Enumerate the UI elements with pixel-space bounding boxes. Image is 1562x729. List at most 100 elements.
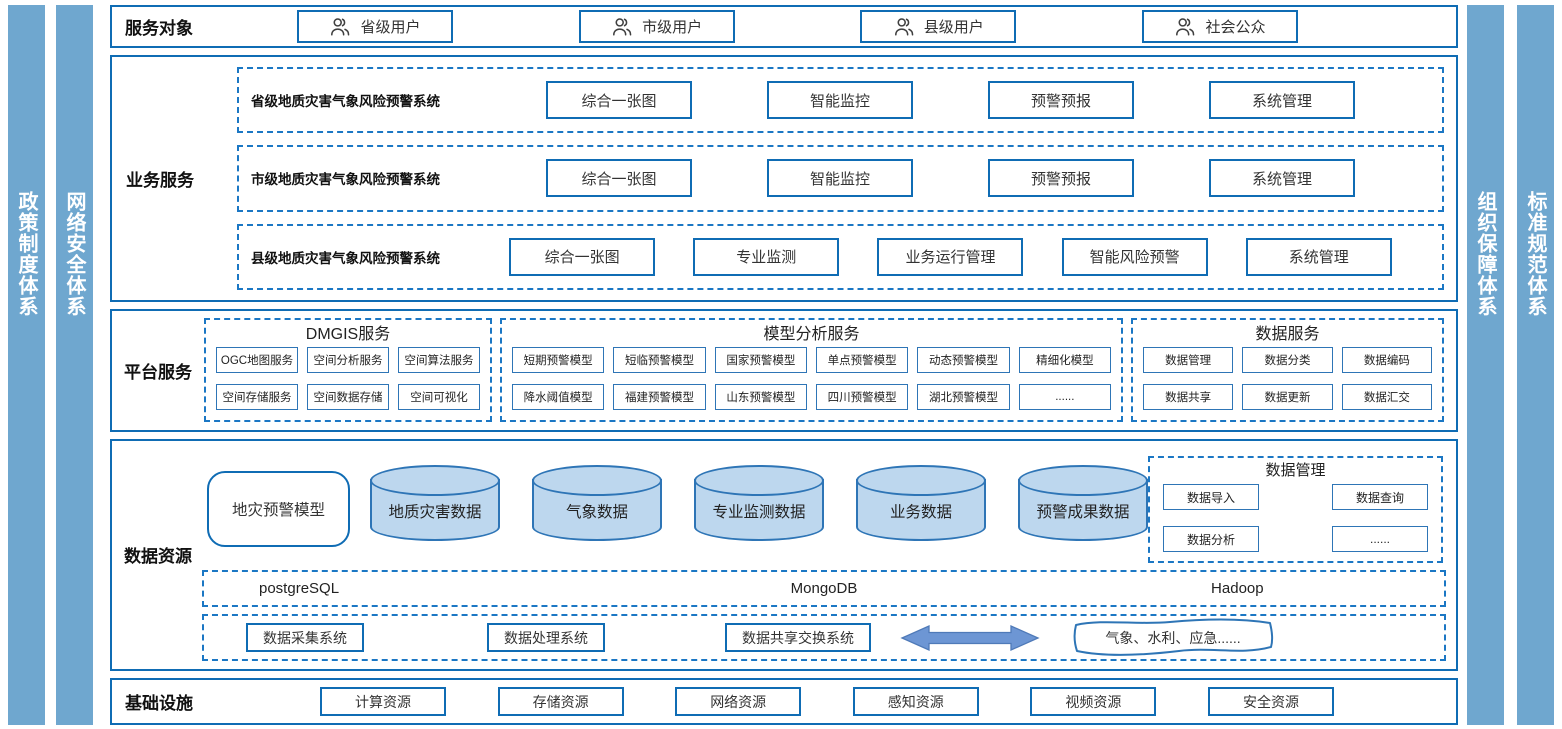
- data-management-cell: ......: [1332, 526, 1428, 552]
- service-cell: 国家预警模型: [714, 347, 807, 373]
- pillar-label: 标准规范体系: [1524, 191, 1546, 317]
- service-cell: 降水阈值模型: [512, 384, 605, 410]
- service-cell: 空间可视化: [398, 384, 480, 410]
- system-city: 市级地质灾害气象风险预警系统 综合一张图 智能监控 预警预报 系统管理: [237, 145, 1444, 212]
- user-box-label: 县级用户: [923, 19, 984, 36]
- group-grid: 短期预警模型 短临预警模型 国家预警模型 单点预警模型 动态预警模型 精细化模型…: [512, 347, 1111, 410]
- resource-box-sensing: 感知资源: [852, 687, 979, 716]
- data-management-cell: 数据查询: [1332, 484, 1428, 510]
- data-sharing-exchange-system-box: 数据共享交换系统: [725, 623, 871, 652]
- section-platform-services: 平台服务 DMGIS服务 OGC地图服务 空间分析服务 空间算法服务 空间存储服…: [110, 309, 1458, 432]
- data-resources-content: 地灾预警模型 地质灾害数据 气象数据 专业监测数据 业务数据 预警成果数据 数据…: [202, 447, 1446, 661]
- module-box: 预警预报: [988, 81, 1134, 120]
- module-row: 综合一张图 智能监控 预警预报 系统管理: [471, 159, 1430, 198]
- service-cell: 山东预警模型: [714, 384, 807, 410]
- service-cell: 精细化模型: [1018, 347, 1111, 373]
- service-cell: 空间数据存储: [307, 384, 389, 410]
- infrastructure-row: 计算资源 存储资源 网络资源 感知资源 视频资源 安全资源: [320, 687, 1446, 716]
- module-box: 综合一张图: [546, 159, 692, 198]
- user-box-public: 社会公众: [1141, 10, 1298, 43]
- section-infrastructure: 基础设施 计算资源 存储资源 网络资源 感知资源 视频资源 安全资源: [110, 678, 1458, 725]
- resource-box-video: 视频资源: [1030, 687, 1157, 716]
- module-box: 专业监测: [693, 237, 840, 276]
- database-cylinder-warning-results: 预警成果数据: [1018, 465, 1148, 541]
- service-cell: 短期预警模型: [512, 347, 605, 373]
- pillar-organization-guarantee: 组织保障体系: [1467, 5, 1504, 725]
- users-icon: [893, 17, 915, 37]
- group-grid: 数据管理 数据分类 数据编码 数据共享 数据更新 数据汇交: [1143, 347, 1432, 410]
- module-box: 智能监控: [767, 81, 913, 120]
- module-box: 系统管理: [1209, 81, 1355, 120]
- group-data-services: 数据服务 数据管理 数据分类 数据编码 数据共享 数据更新 数据汇交: [1131, 318, 1444, 422]
- service-cell: 数据管理: [1143, 347, 1234, 373]
- system-name: 市级地质灾害气象风险预警系统: [251, 172, 440, 188]
- platform-groups: DMGIS服务 OGC地图服务 空间分析服务 空间算法服务 空间存储服务 空间数…: [204, 318, 1444, 422]
- data-management-grid: 数据导入 数据查询 数据分析 ......: [1163, 482, 1428, 552]
- resource-box-storage: 存储资源: [497, 687, 624, 716]
- group-model-analysis-services: 模型分析服务 短期预警模型 短临预警模型 国家预警模型 单点预警模型 动态预警模…: [500, 318, 1123, 422]
- disaster-warning-model-box: 地灾预警模型: [207, 471, 350, 547]
- module-box: 系统管理: [1245, 237, 1392, 276]
- users-icon: [1174, 17, 1196, 37]
- module-box: 智能监控: [767, 159, 913, 198]
- user-box-city: 市级用户: [578, 10, 735, 43]
- business-systems: 省级地质灾害气象风险预警系统 综合一张图 智能监控 预警预报 系统管理 市级地质…: [237, 67, 1444, 290]
- service-cell: 短临预警模型: [613, 347, 706, 373]
- database-label-postgresql: postgreSQL: [259, 580, 340, 597]
- service-cell: 空间算法服务: [398, 347, 480, 373]
- service-object-row: 省级用户 市级用户 县级用户 社会公众: [297, 10, 1446, 43]
- user-box-label: 省级用户: [360, 19, 421, 36]
- user-box-label: 社会公众: [1205, 19, 1266, 36]
- user-box-provincial: 省级用户: [297, 10, 453, 43]
- section-title: 平台服务: [124, 362, 192, 382]
- service-cell: 空间存储服务: [216, 384, 298, 410]
- pillar-network-security: 网络安全体系: [56, 5, 93, 725]
- module-box: 系统管理: [1209, 159, 1355, 198]
- section-service-objects: 服务对象 省级用户 市级用户 县级用户 社会公众: [110, 5, 1458, 48]
- resource-box-security: 安全资源: [1207, 687, 1334, 716]
- pillar-standard-specification: 标准规范体系: [1517, 5, 1554, 725]
- users-icon: [611, 17, 633, 37]
- users-icon: [329, 17, 351, 37]
- database-cylinder-business: 业务数据: [856, 465, 986, 541]
- database-cylinder-monitoring: 专业监测数据: [694, 465, 824, 541]
- service-cell: 四川预警模型: [816, 384, 909, 410]
- section-title: 基础设施: [125, 694, 193, 713]
- group-title: 数据服务: [1255, 326, 1320, 343]
- external-systems-label: 气象、水利、应急......: [1105, 629, 1241, 646]
- service-cell: 单点预警模型: [816, 347, 909, 373]
- service-cell: ......: [1018, 384, 1111, 410]
- data-management-title: 数据管理: [1265, 462, 1326, 479]
- section-title: 数据资源: [124, 546, 192, 566]
- system-name: 省级地质灾害气象风险预警系统: [251, 94, 440, 110]
- service-cell: 湖北预警模型: [917, 384, 1010, 410]
- service-cell: 数据汇交: [1341, 384, 1432, 410]
- data-management-cell: 数据分析: [1163, 526, 1259, 552]
- pillar-label: 组织保障体系: [1474, 191, 1496, 317]
- database-engines-row: postgreSQL MongoDB Hadoop: [202, 570, 1446, 607]
- system-provincial: 省级地质灾害气象风险预警系统 综合一张图 智能监控 预警预报 系统管理: [237, 67, 1444, 134]
- system-name: 县级地质灾害气象风险预警系统: [251, 250, 440, 266]
- group-title: 模型分析服务: [763, 326, 860, 343]
- user-box-label: 市级用户: [642, 19, 703, 36]
- section-data-resources: 数据资源 地灾预警模型 地质灾害数据 气象数据 专业监测数据 业务数据 预警成果…: [110, 439, 1458, 671]
- user-box-county: 县级用户: [860, 10, 1017, 43]
- database-label-mongodb: MongoDB: [790, 580, 858, 597]
- double-arrow-icon: [899, 624, 1041, 652]
- pillar-policy-system: 政策制度体系: [8, 5, 45, 725]
- data-store-row: 地灾预警模型 地质灾害数据 气象数据 专业监测数据 业务数据 预警成果数据 数据…: [202, 447, 1446, 563]
- pillar-label: 网络安全体系: [63, 191, 85, 317]
- data-management-box: 数据管理 数据导入 数据查询 数据分析 ......: [1148, 456, 1443, 563]
- module-box: 预警预报: [988, 159, 1134, 198]
- resource-box-compute: 计算资源: [320, 687, 446, 716]
- service-cell: 动态预警模型: [917, 347, 1010, 373]
- section-business-services: 业务服务 省级地质灾害气象风险预警系统 综合一张图 智能监控 预警预报 系统管理…: [110, 55, 1458, 302]
- data-collection-system-box: 数据采集系统: [246, 623, 364, 652]
- main-column: 服务对象 省级用户 市级用户 县级用户 社会公众: [110, 5, 1458, 725]
- external-systems-tape: 气象、水利、应急......: [1067, 616, 1279, 660]
- module-row: 综合一张图 专业监测 业务运行管理 智能风险预警 系统管理: [471, 237, 1430, 276]
- service-cell: 数据分类: [1242, 347, 1333, 373]
- module-box: 综合一张图: [546, 81, 692, 120]
- section-title: 业务服务: [126, 171, 194, 190]
